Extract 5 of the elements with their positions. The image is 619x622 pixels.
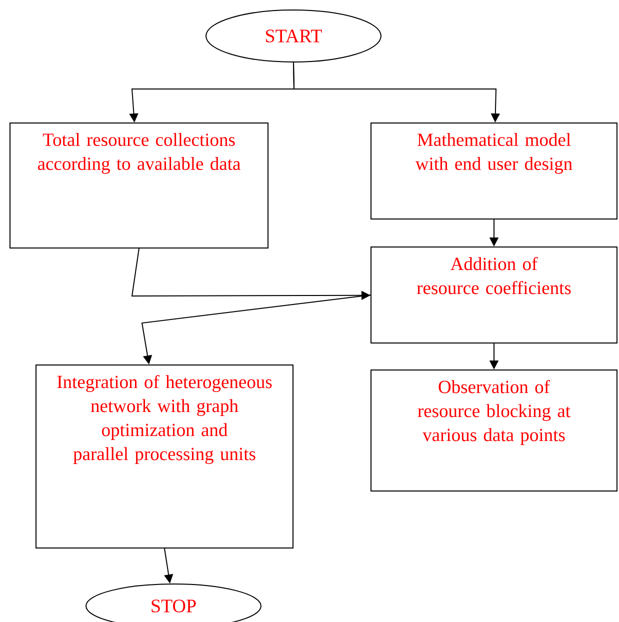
process-box: Addition of resource coefficients xyxy=(370,246,618,344)
process-box: Total resource collections according to available data xyxy=(10,122,268,248)
process-box: Integration of heterogeneous network with graph optimization and parallel processing units xyxy=(36,364,294,548)
process-box: Mathematical model with end user design xyxy=(370,122,618,220)
process-box: Observation of resource blocking at various data points xyxy=(370,370,618,492)
